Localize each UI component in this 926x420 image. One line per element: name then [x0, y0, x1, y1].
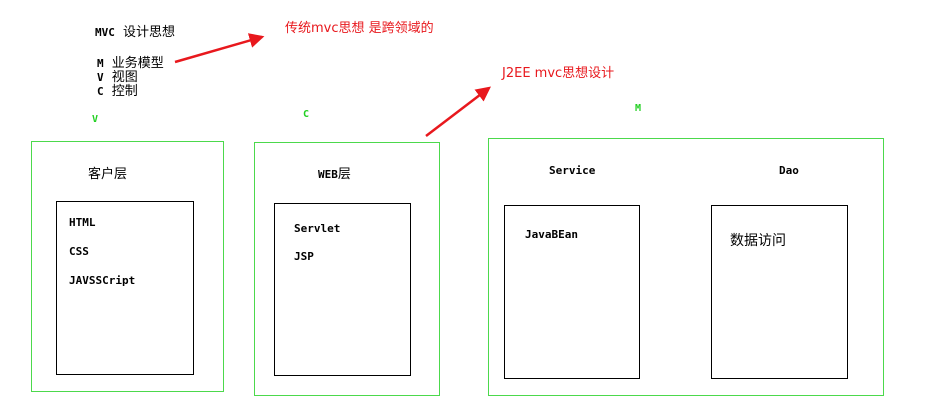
web-items-box	[274, 203, 411, 376]
marker-model: M	[635, 103, 642, 114]
client-item-css: CSS	[69, 245, 89, 258]
client-items-box	[56, 201, 194, 375]
legend-item-v: V 视图	[97, 69, 138, 85]
legend-item-c: C 控制	[97, 83, 138, 99]
web-layer-box	[254, 142, 440, 396]
dao-items-box	[711, 205, 848, 379]
service-title: Service	[549, 164, 596, 177]
marker-controller: C	[303, 109, 310, 120]
arrow-to-j2ee-note	[425, 86, 491, 137]
legend-letter-m: M	[97, 57, 104, 70]
service-items-box	[504, 205, 640, 379]
legend-title-code: MVC	[95, 26, 115, 39]
web-item-servlet: Servlet	[294, 222, 341, 235]
web-item-jsp: JSP	[294, 250, 314, 263]
legend-text-v: 视图	[111, 70, 138, 85]
client-item-html: HTML	[69, 216, 96, 229]
legend-letter-v: V	[97, 71, 104, 84]
client-layer-title: 客户层	[88, 167, 128, 182]
client-layer-box	[31, 141, 224, 392]
legend-item-m: M 业务模型	[97, 55, 164, 71]
web-layer-title-code: WEB	[318, 168, 338, 181]
note-j2ee-design: J2EE mvc思想设计	[502, 66, 615, 81]
model-layer-box	[488, 138, 884, 396]
arrow-to-mvc-note	[174, 33, 265, 64]
dao-title: Dao	[779, 164, 799, 177]
legend-text-c: 控制	[111, 84, 138, 99]
service-item-javabean: JavaBEan	[525, 228, 578, 241]
legend-letter-c: C	[97, 85, 104, 98]
marker-view: V	[92, 114, 99, 125]
web-layer-title: WEB层	[318, 163, 351, 182]
legend-text-m: 业务模型	[111, 56, 164, 71]
legend-title: MVC 设计思想	[95, 21, 175, 40]
legend-title-text: 设计思想	[122, 25, 175, 40]
client-item-javascript: JAVSSCript	[69, 274, 136, 287]
dao-item-data-access: 数据访问	[730, 233, 786, 249]
note-mvc-cross-domain: 传统mvc思想 是跨领域的	[285, 21, 434, 36]
web-layer-title-text: 层	[337, 167, 351, 182]
